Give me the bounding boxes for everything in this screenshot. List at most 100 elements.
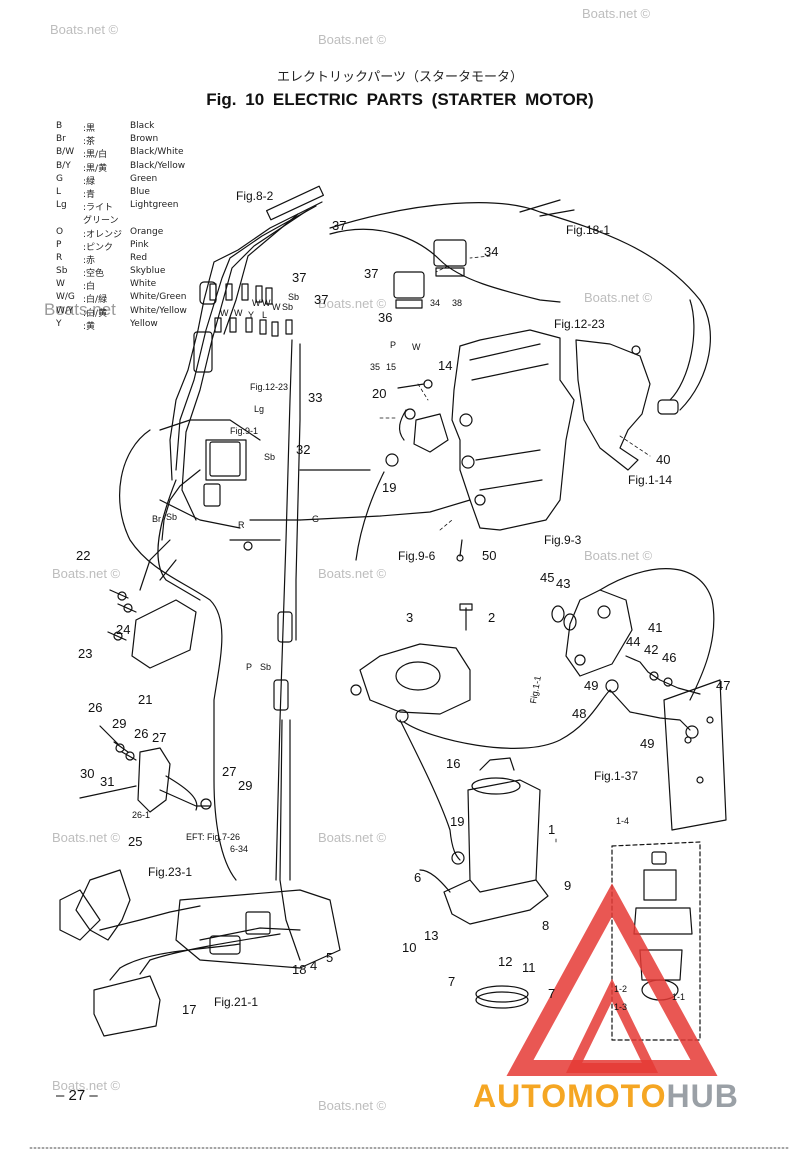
part-callout: 1 (548, 822, 555, 837)
part-callout: 15 (386, 362, 396, 372)
part-callout: 22 (76, 548, 90, 563)
part-callout: 45 (540, 570, 554, 585)
engine-block (451, 329, 575, 531)
bullet-connectors (209, 283, 293, 337)
wire-connector (277, 611, 293, 643)
legend-code: Br (56, 134, 66, 145)
watermark: Boats.net © (318, 32, 387, 47)
starter-exploded-inset (611, 841, 701, 1041)
wire-label: R (238, 520, 245, 530)
part-callout: 21 (138, 692, 152, 707)
starter-relay (393, 271, 425, 299)
bracket-housing (575, 339, 651, 471)
side-plate (663, 679, 727, 831)
part-callout: 36 (378, 310, 392, 325)
part-callout: 1-3 (614, 1002, 627, 1012)
watermark: Boats.net © (52, 566, 121, 581)
legend-en: Red (130, 252, 148, 263)
part-callout: 37 (292, 270, 306, 285)
starter-relay (433, 239, 467, 267)
part-callout: 12 (498, 954, 512, 969)
legend-jp: :白 (83, 282, 96, 293)
wire-to-fig18 (329, 202, 711, 411)
part-callout: 26 (134, 726, 148, 741)
legend-jp: グリーン (83, 216, 119, 227)
wire-label: Sb (166, 512, 177, 522)
part-callout: 27 (222, 764, 236, 779)
legend-code: W/G (56, 292, 75, 303)
part-callout: 20 (372, 386, 386, 401)
key-switch (137, 747, 171, 813)
legend-en: Black (130, 121, 155, 131)
legend-jp: :空色 (83, 269, 105, 280)
ref-fig12-23: Fig.12-23 (554, 317, 605, 331)
wire-31 (79, 785, 137, 799)
brand-part2: HUB (666, 1078, 739, 1114)
part-callout: 40 (656, 452, 670, 467)
lower-cowling (175, 889, 341, 969)
part-callout: 24 (116, 622, 130, 637)
starter-cable (399, 719, 461, 861)
wire-label: W (220, 308, 229, 318)
legend-code: B/W (56, 147, 75, 158)
legend-en: Blue (130, 186, 150, 197)
wire-label: Lg (254, 404, 264, 414)
wire-label: Br (152, 514, 161, 524)
watermark-logo-icon (506, 883, 718, 1076)
remote-control (75, 869, 131, 941)
wire-end (519, 199, 575, 217)
page-title: Fig. 10 ELECTRIC PARTS (STARTER MOTOR) (206, 90, 594, 109)
fuse-connector (199, 281, 217, 305)
part-callout: 14 (438, 358, 452, 373)
legend-jp: :青 (83, 189, 96, 200)
brand-part1: AUTOMOTO (473, 1078, 667, 1114)
watermark: Boats.net © (318, 296, 387, 311)
part-callout: 38 (452, 298, 462, 308)
part-callout: 29 (112, 716, 126, 731)
ref-fig1-1: Fig.1-1 (528, 675, 543, 704)
ref-fig21-1: Fig.21-1 (214, 995, 258, 1009)
ref-fig1-14: Fig.1-14 (628, 473, 672, 487)
part-callout: 6 (414, 870, 421, 885)
legend-code: W (56, 279, 65, 290)
starter-solenoid (413, 413, 449, 453)
wire-label: L (262, 310, 267, 320)
legend-en: White/Green (130, 292, 187, 303)
part-callout: 31 (100, 774, 114, 789)
ignition-unit (205, 439, 247, 481)
legend-jp: :黒/黄 (83, 163, 108, 174)
part-callout: 11 (522, 960, 536, 975)
ref-fig9-6: Fig.9-6 (398, 549, 436, 563)
wire-label: W (234, 308, 243, 318)
wire-label: W (252, 298, 261, 308)
part-callout: 10 (402, 940, 416, 955)
cable-48 (609, 689, 691, 731)
legend-jp: :ライト (83, 203, 114, 214)
part-callout: 19 (382, 480, 396, 495)
wire-loop-right (599, 568, 715, 701)
part-callout: 25 (128, 834, 142, 849)
relay-bracket (435, 267, 465, 277)
wire-label: Y (248, 310, 254, 320)
part-callout: 35 (370, 362, 380, 372)
wire-33 (295, 343, 301, 641)
wire-loop (119, 429, 237, 881)
battery-cable (279, 719, 301, 961)
legend-en: Orange (130, 226, 164, 237)
part-callout: 7 (548, 986, 555, 1001)
part-callout: 2 (488, 610, 495, 625)
part-callout: 37 (332, 218, 346, 233)
part-callout: 1-2 (614, 984, 627, 994)
ref-fig1-37: Fig.1-37 (594, 769, 638, 783)
part-callout: 19 (450, 814, 464, 829)
part-callout: 3 (406, 610, 413, 625)
legend-jp: :茶 (83, 137, 96, 148)
wire-label: W (272, 302, 281, 312)
legend-code: B/Y (56, 160, 71, 171)
part-callout: 13 (424, 928, 438, 943)
watermark: Boats.net © (318, 566, 387, 581)
wire-connector (273, 679, 289, 711)
part-callout: 34 (484, 244, 498, 259)
